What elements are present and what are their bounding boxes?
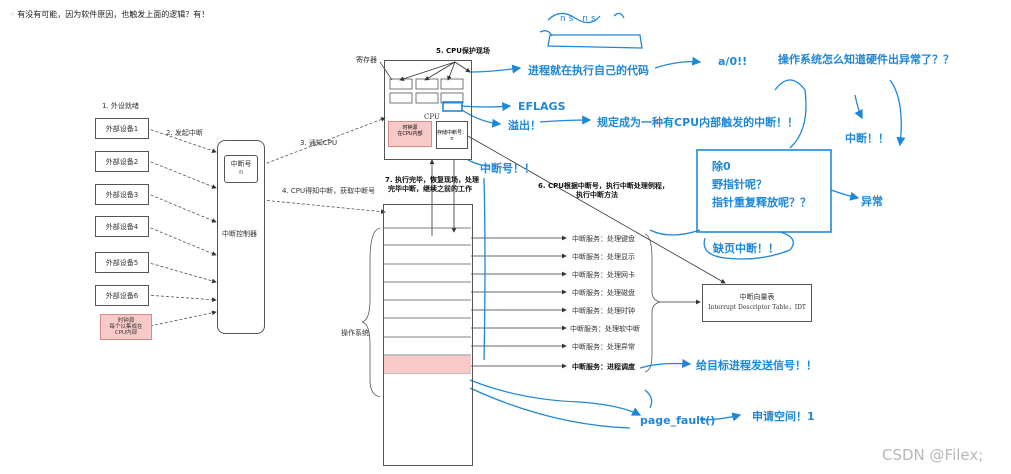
controller-label: 中断控制器 [222, 230, 257, 238]
cpu-timer-box: 时钟源 在CPU内部 [388, 121, 432, 147]
step4-label: 4. CPU得知中断，获取中断号 [282, 187, 376, 195]
step7-label-b: 完毕中断，继续之前的工作 [388, 185, 472, 193]
hand-alloc: 申请空间！1 [752, 410, 815, 423]
hand-interrupt: 中断！！ [845, 132, 889, 145]
hand-send-signal: 给目标进程发送信号！！ [696, 359, 817, 372]
step1-label: 1. 外设就绪 [102, 102, 139, 110]
hand-eflags: EFLAGS [518, 100, 566, 113]
top-note: ◦ 有没有可能，因为软件原因，也触发上面的逻辑？有！ [10, 10, 210, 19]
hand-exception: 异常 [861, 195, 883, 208]
service-nic: 中断服务：处理网卡 [572, 271, 635, 279]
hand-page-missing: 缺页中断！！ [713, 242, 779, 255]
step5-label: 5. CPU保护现场 [436, 47, 490, 55]
hand-process-running: 进程就在执行自己的代码 [528, 64, 649, 77]
service-disk: 中断服务：处理磁盘 [572, 289, 635, 297]
os-label: 操作系统 [341, 329, 369, 337]
irq-number-box: 中断号 n [224, 155, 258, 183]
device-2: 外部设备2 [95, 151, 149, 172]
hand-wild-ptr: 野指针呢？ [712, 178, 767, 191]
service-scheduler: 中断服务：进程调度 [572, 363, 635, 371]
hand-interrupt-no: 中断号！！ [480, 162, 535, 175]
device-5: 外部设备5 [95, 252, 149, 273]
irq-number-value: n [239, 169, 243, 176]
step2-label: 2. 发起中断 [166, 129, 203, 137]
service-softirq: 中断服务：处理软中断 [570, 325, 640, 333]
device-4: 外部设备4 [95, 216, 149, 237]
idt-title: 中断向量表 [739, 293, 775, 301]
service-clock: 中断服务：处理时钟 [572, 307, 635, 315]
hand-rule: 规定成为一种有CPU内部触发的中断！！ [597, 116, 799, 129]
hand-a0: a/0!! [718, 55, 748, 68]
watermark: CSDN @Filex; [882, 446, 984, 464]
device-3: 外部设备3 [95, 184, 149, 205]
service-keyboard: 中断服务：处理键盘 [572, 235, 635, 243]
os-scheduler-slot [384, 356, 471, 373]
registers-label: 寄存器 [356, 56, 377, 64]
step6-label-b: 执行中断方法 [576, 191, 618, 199]
service-display: 中断服务：处理显示 [572, 253, 635, 261]
os-column [383, 204, 473, 466]
step6-label-a: 6. CPU根据中断号，执行中断处理例程， [538, 182, 669, 190]
hand-ns: ns ns [560, 14, 599, 24]
cpu-label: CPU [424, 113, 440, 121]
irq-number-label: 中断号 [230, 160, 252, 168]
cpu-box [384, 60, 472, 160]
device-6: 外部设备6 [95, 285, 149, 306]
device-1: 外部设备1 [95, 118, 149, 139]
hand-overflow: 溢出！ [508, 119, 541, 132]
hand-page-fault: page_fault() [640, 414, 716, 427]
hand-div0: 除0 [712, 160, 731, 173]
cpu-int-box: 存储中断号：n [436, 121, 468, 149]
idt-subtitle: Interrupt Descriptor Table，IDT [708, 304, 806, 311]
idt-box: 中断向量表 Interrupt Descriptor Table，IDT [702, 284, 812, 322]
hand-os-know: 操作系统怎么知道硬件出异常了？？ [778, 53, 954, 66]
service-exception: 中断服务：处理异常 [572, 343, 635, 351]
step3-label: 3. 通知CPU [300, 139, 338, 147]
hand-double-free: 指针重复释放呢？？ [712, 196, 811, 209]
timer-source-box: 时钟源 每个以集成在 CPU内部 [100, 314, 152, 340]
step7-label-a: 7. 执行完毕，恢复现场，处理 [385, 176, 479, 184]
